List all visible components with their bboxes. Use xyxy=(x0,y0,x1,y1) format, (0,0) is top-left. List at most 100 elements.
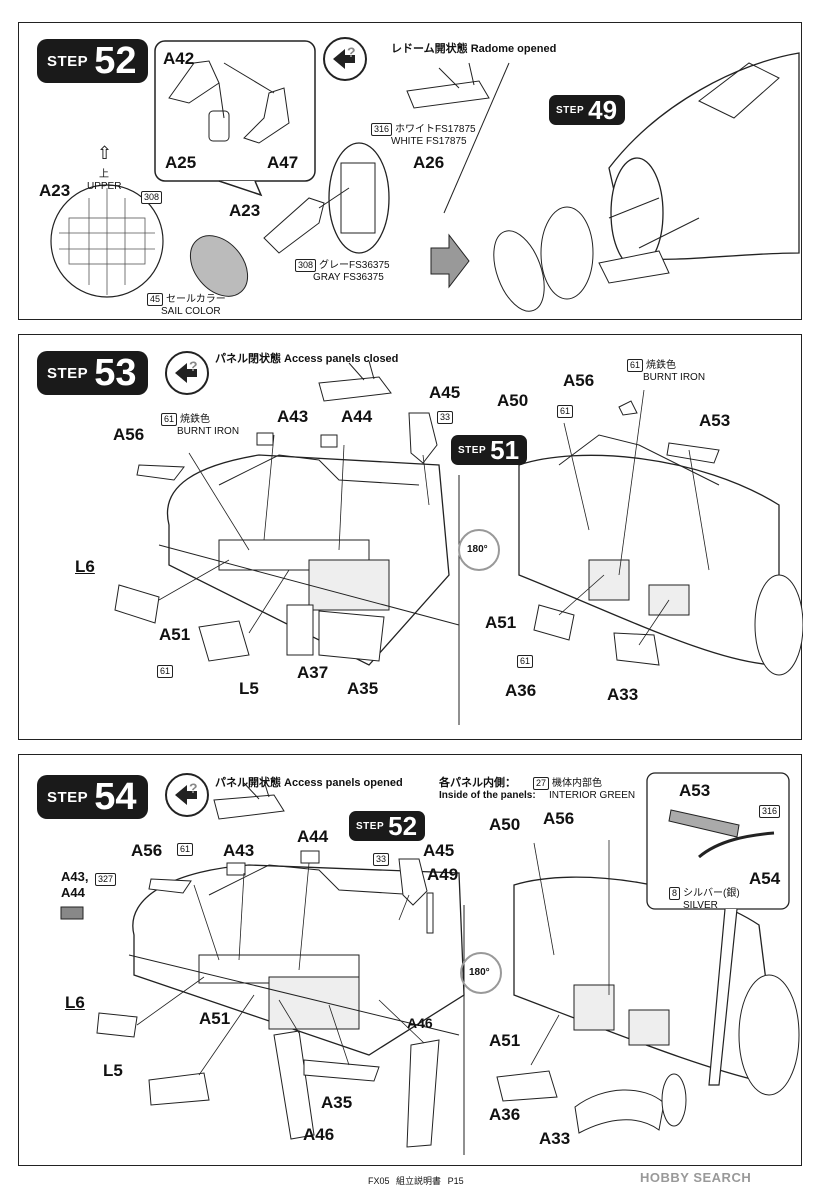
r-burnt-en: BURNT IRON xyxy=(643,372,706,384)
sail-en: SAIL COLOR xyxy=(161,306,221,318)
label-r-a53: A53 xyxy=(679,781,711,800)
step52-reference: STEP 52 xyxy=(349,811,426,841)
inside-panels-en: Inside of the panels: xyxy=(439,790,536,801)
r-burnt-jp: 焼鉄色 xyxy=(646,360,677,372)
paint-number: 61 xyxy=(157,665,174,678)
label-a35: A35 xyxy=(347,679,379,698)
step53-panel: STEP 53 ? パネル閉状態 Access panels closed A5… xyxy=(18,334,803,740)
label-a42: A42 xyxy=(163,49,195,68)
step52-panel: STEP 52 ? レドーム開状態 Radome opened A42 A25 … xyxy=(18,22,802,320)
paint-number: 308 xyxy=(141,191,163,204)
interior-jp: 機体内部色 xyxy=(552,778,603,790)
label-a23: A23 xyxy=(229,201,261,220)
step51-reference: STEP 51 xyxy=(451,435,528,465)
svg-text:?: ? xyxy=(189,358,198,374)
label-a45: A45 xyxy=(423,841,455,860)
step52-illustration xyxy=(50,40,800,312)
label-r-a33: A33 xyxy=(607,685,639,704)
label-a46-right: A46 xyxy=(407,1015,433,1031)
footer-code: FX05 xyxy=(368,1176,390,1186)
rotate-180-icon: 180° xyxy=(469,967,490,978)
label-r-a53: A53 xyxy=(699,411,731,430)
upper-jp: 上 xyxy=(99,169,109,180)
label-a51: A51 xyxy=(199,1009,231,1028)
silver-jp: シルバー(銀) xyxy=(683,888,740,900)
page-footer: FX05 組立説明書 P15 xyxy=(368,1174,464,1187)
label-r-a51: A51 xyxy=(485,613,517,632)
silver-en: SILVER xyxy=(683,900,718,912)
step-number: 53 xyxy=(94,352,137,394)
step54-illustration xyxy=(60,772,800,1155)
label-a43-comma: A43, xyxy=(61,869,89,884)
burnt-en: BURNT IRON xyxy=(177,426,240,438)
step-number: 51 xyxy=(490,435,520,465)
label-a37: A37 xyxy=(297,663,329,682)
label-r-a36: A36 xyxy=(489,1105,521,1124)
paint-number: 8 xyxy=(669,887,681,900)
step-number: 52 xyxy=(94,40,137,82)
paint-number: 33 xyxy=(373,853,390,866)
hint-title: レドーム開状態 Radome opened xyxy=(391,43,557,55)
label-a46: A46 xyxy=(303,1125,335,1144)
paint-number: 61 xyxy=(627,359,644,372)
label-r-a36: A36 xyxy=(505,681,537,700)
label-a56: A56 xyxy=(113,425,145,444)
interior-en: INTERIOR GREEN xyxy=(549,790,636,802)
paint-number: 308 xyxy=(295,259,317,272)
label-l5: L5 xyxy=(103,1061,123,1080)
label-a44: A44 xyxy=(297,827,329,846)
step-number: 49 xyxy=(588,95,618,125)
step-number: 54 xyxy=(94,776,137,818)
paint-number: 327 xyxy=(95,873,117,886)
svg-text:?: ? xyxy=(189,780,198,796)
step54-panel: STEP 54 ? パネル開状態 Access panels opened 各パ… xyxy=(18,754,802,1166)
hint-icon: ? xyxy=(323,37,367,81)
step53-illustration xyxy=(114,360,803,725)
label-l6: L6 xyxy=(75,557,95,576)
label-a43-a44: A43, A44 xyxy=(61,869,88,901)
hint-title: パネル閉状態 Access panels closed xyxy=(215,353,399,365)
gray-en: GRAY FS36375 xyxy=(313,272,384,284)
watermark-logo: HOBBY SEARCH xyxy=(640,1170,752,1185)
sail-jp: セールカラー xyxy=(166,294,226,306)
white-jp: ホワイトFS17875 xyxy=(395,124,476,136)
white-en: WHITE FS17875 xyxy=(391,136,467,148)
label-a25: A25 xyxy=(165,153,197,172)
label-r-a54: A54 xyxy=(749,869,781,888)
label-a49: A49 xyxy=(427,865,459,884)
paint-number: 61 xyxy=(517,655,534,668)
label-r-a56: A56 xyxy=(563,371,595,390)
label-l6: L6 xyxy=(65,993,85,1012)
step54-badge: STEP 54 xyxy=(37,775,149,819)
gray-jp: グレーFS36375 xyxy=(319,260,390,272)
hint-icon: ? xyxy=(165,773,209,817)
label-a43: A43 xyxy=(223,841,255,860)
label-a44: A44 xyxy=(341,407,373,426)
step-word: STEP xyxy=(47,364,89,382)
upper-en: UPPER xyxy=(87,181,122,192)
hint-title: パネル開状態 Access panels opened xyxy=(215,777,403,789)
label-l5: L5 xyxy=(239,679,259,698)
inside-panels-jp: 各パネル内側： xyxy=(439,777,516,789)
hint-icon: ? xyxy=(165,351,209,395)
label-a44-small: A44 xyxy=(61,885,85,900)
step52-badge: STEP 52 xyxy=(37,39,149,83)
rotate-180-icon: 180° xyxy=(467,544,488,555)
paint-number: 316 xyxy=(759,805,781,818)
label-a47: A47 xyxy=(267,153,299,172)
paint-number: 61 xyxy=(161,413,178,426)
label-a35: A35 xyxy=(321,1093,353,1112)
label-a26: A26 xyxy=(413,153,445,172)
label-r-a51: A51 xyxy=(489,1031,521,1050)
paint-number: 45 xyxy=(147,293,164,306)
svg-text:?: ? xyxy=(347,44,356,60)
step-number: 52 xyxy=(388,811,418,841)
label-a43: A43 xyxy=(277,407,309,426)
label-a23-grid: A23 xyxy=(39,181,71,200)
paint-number: 316 xyxy=(371,123,393,136)
